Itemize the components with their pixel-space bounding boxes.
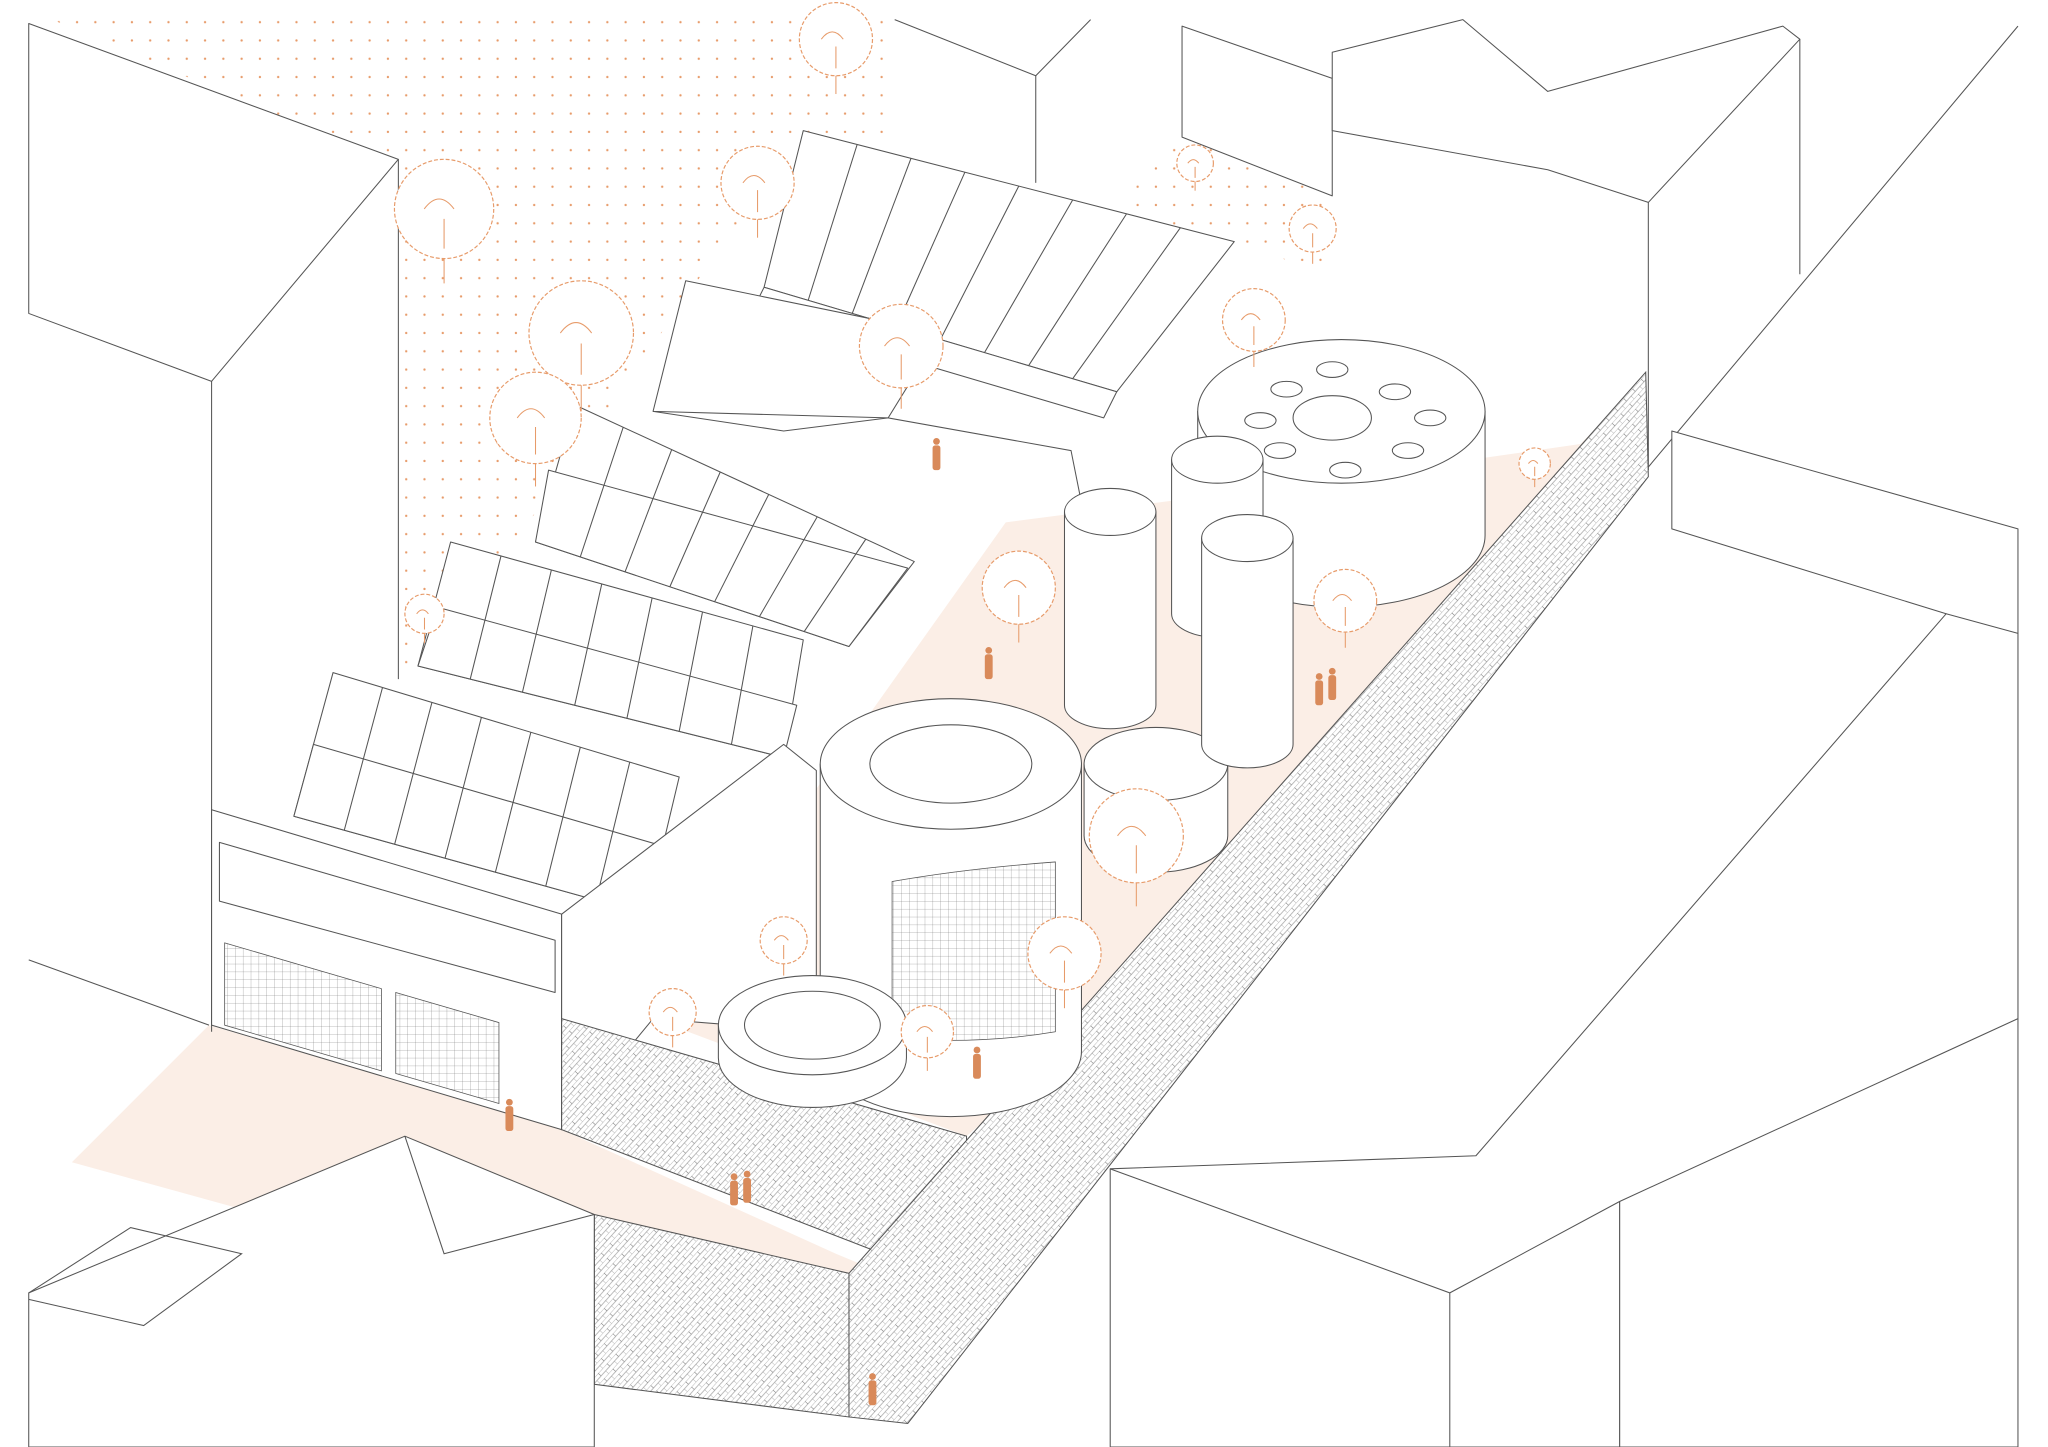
- person-figure: [505, 1098, 514, 1131]
- solar-glass-panels: [343, 144, 1181, 901]
- skylight-hole: [1391, 442, 1425, 459]
- tree-icon: [900, 1004, 955, 1071]
- tree-icon: [1088, 788, 1184, 907]
- roof-panel-divider: [895, 172, 966, 327]
- tree-icon: [1288, 204, 1337, 264]
- sawtooth-roof-4: [293, 672, 680, 915]
- roof-panel-divider: [469, 555, 502, 680]
- roof-panel-divider: [669, 471, 721, 587]
- sawtooth-roof-2: [534, 404, 915, 647]
- roof-panel-divider: [595, 761, 631, 901]
- top-neighbour-buildings: [894, 19, 2019, 471]
- tree-icon: [1313, 568, 1378, 648]
- roof-panel-divider: [574, 583, 603, 706]
- tree-icon: [858, 303, 944, 409]
- skylight-hole: [1263, 442, 1297, 459]
- roof-panel-divider: [545, 747, 581, 887]
- roof-panel-divider: [939, 185, 1020, 340]
- street-paving: [71, 1025, 915, 1306]
- roof-panel-divider: [807, 144, 858, 301]
- skylight-hole: [1378, 383, 1412, 401]
- roof-panel-divider: [851, 158, 912, 314]
- tower-cylinder-1: [1063, 487, 1157, 730]
- roof-panel-divider: [494, 732, 532, 873]
- roof-panel-divider: [1028, 213, 1127, 366]
- skylight-hole: [1316, 361, 1349, 378]
- ring-cylinder-small: [717, 975, 907, 1108]
- tree-icon: [1176, 144, 1214, 191]
- roof-panel-divider: [521, 569, 552, 693]
- tree-icon: [1027, 916, 1102, 1009]
- roof-panel-divider: [984, 199, 1074, 353]
- person-figure: [984, 646, 993, 680]
- skylight-hole: [1270, 380, 1303, 398]
- right-neighbour-buildings: [1109, 430, 2019, 1447]
- trees: [393, 2, 1551, 1071]
- tree-icon: [1518, 447, 1551, 488]
- tree-icon: [1221, 288, 1286, 367]
- person-figure: [868, 1373, 877, 1406]
- skylight-hole: [1414, 409, 1447, 427]
- bottom-left-neighbour-buildings: [28, 959, 595, 1447]
- people: [505, 438, 1337, 1406]
- garage-door-right: [395, 992, 500, 1105]
- roof-panel-divider: [678, 611, 704, 732]
- front-building: [211, 743, 817, 1131]
- person-figure: [973, 1046, 981, 1079]
- roof-panel-divider: [394, 702, 433, 845]
- roof-panel-divider: [1072, 227, 1181, 380]
- tree-icon: [404, 593, 445, 644]
- roof-panel-divider: [758, 516, 818, 617]
- tree-icon: [759, 916, 808, 976]
- roof-panel-divider: [624, 449, 673, 573]
- dotted-garden-area-right: [1123, 137, 1333, 275]
- roof-panel-divider: [626, 597, 653, 719]
- tower-cylinder-3: [1201, 514, 1294, 769]
- person-figure: [743, 1170, 752, 1203]
- roof-panel-divider: [343, 687, 384, 831]
- roof-panel-divider: [579, 427, 624, 558]
- skylight-hole: [1244, 412, 1277, 429]
- tree-icon: [720, 145, 795, 238]
- tree-icon: [528, 280, 635, 412]
- tree-icon: [798, 2, 874, 95]
- roof-panel-divider: [714, 494, 770, 602]
- tree-icon: [981, 550, 1056, 643]
- roof-panel-divider: [803, 538, 867, 632]
- tree-icon: [489, 371, 582, 487]
- tree-icon: [648, 988, 697, 1048]
- person-figure: [1328, 667, 1337, 700]
- skylight-hole: [1329, 461, 1362, 479]
- garage-door-left: [224, 942, 382, 1072]
- person-figure: [1315, 673, 1324, 706]
- roof-panel-divider: [444, 717, 482, 859]
- tree-icon: [393, 158, 495, 284]
- dotted-garden-area: [52, 19, 886, 680]
- person-figure: [932, 438, 941, 471]
- roof-panel-divider: [730, 625, 754, 745]
- person-figure: [730, 1173, 738, 1206]
